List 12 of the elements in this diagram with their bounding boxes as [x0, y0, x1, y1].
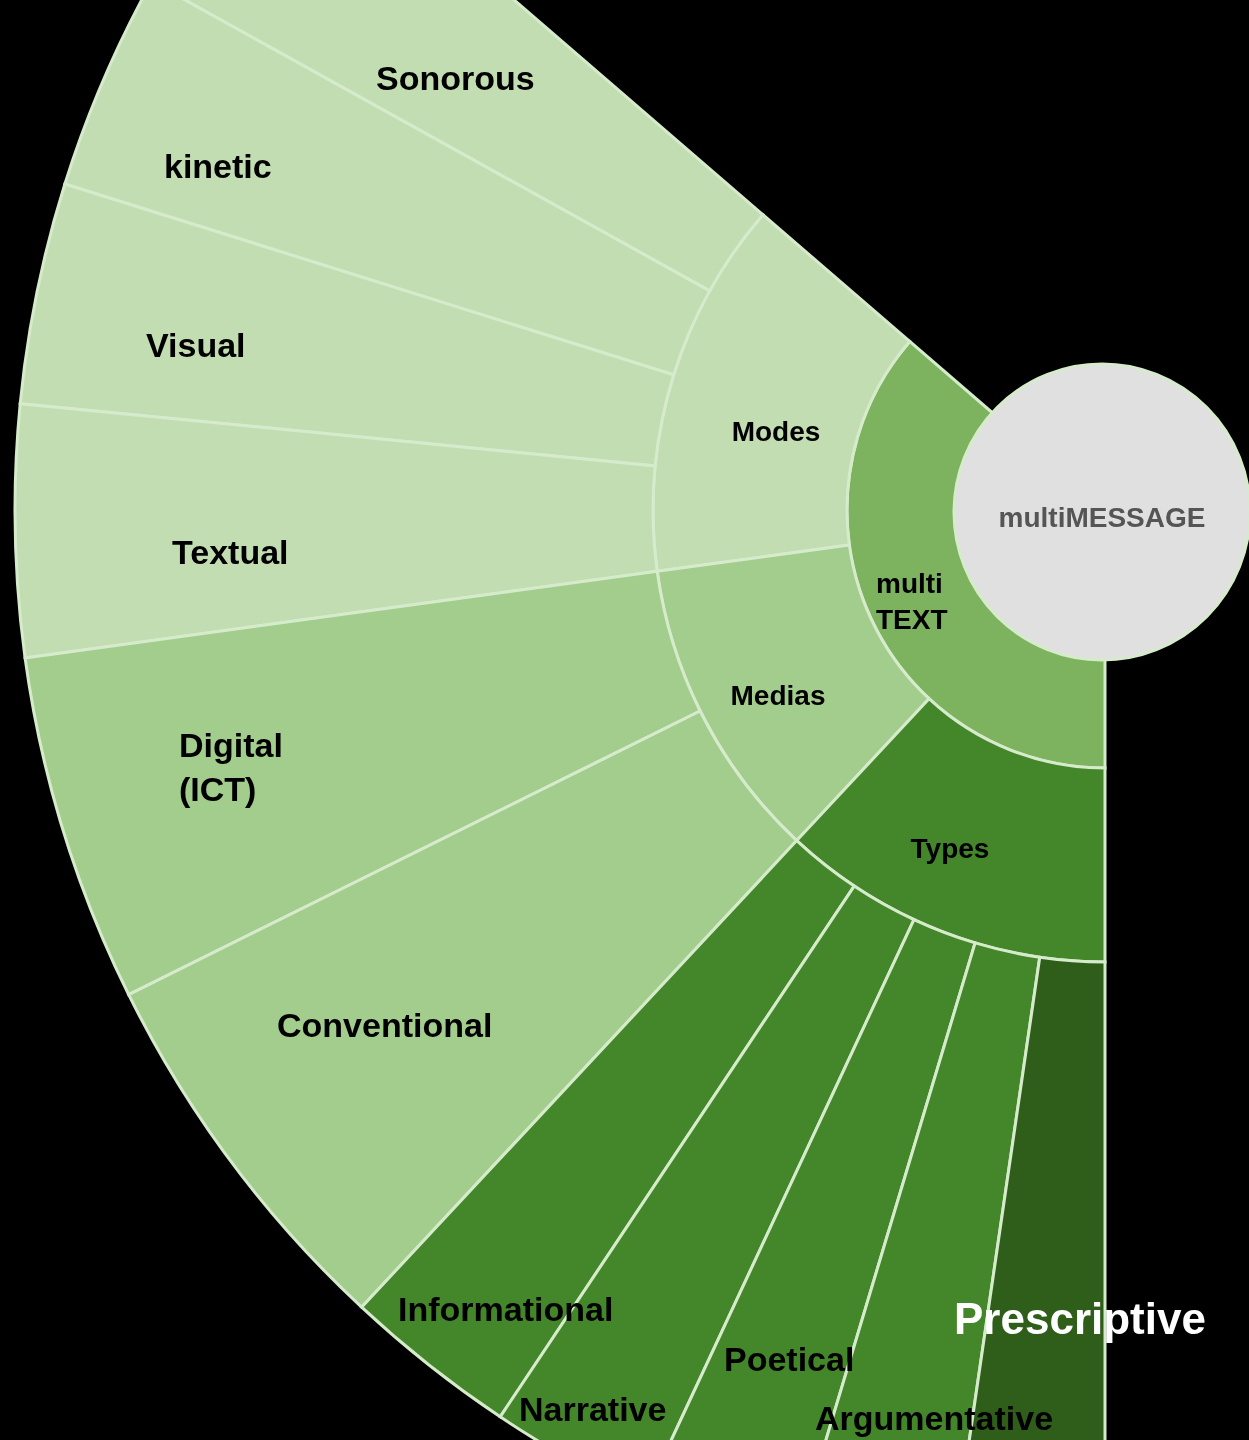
segment-label: Digital (ICT) [179, 725, 284, 811]
segment-label: Visual [146, 325, 246, 366]
segment-label: Medias [730, 679, 826, 713]
segment-label: Types [910, 832, 990, 866]
segment-label: Sonorous [376, 58, 535, 99]
segment-label: multiMESSAGE [998, 501, 1206, 535]
segment-label: kinetic [164, 146, 272, 187]
segment-label: Textual [172, 532, 289, 573]
segment-label: Narrative [519, 1389, 667, 1430]
segment-label: Conventional [277, 1005, 493, 1046]
segment-label: Modes [731, 415, 821, 449]
segment-label: multi TEXT [876, 567, 949, 638]
